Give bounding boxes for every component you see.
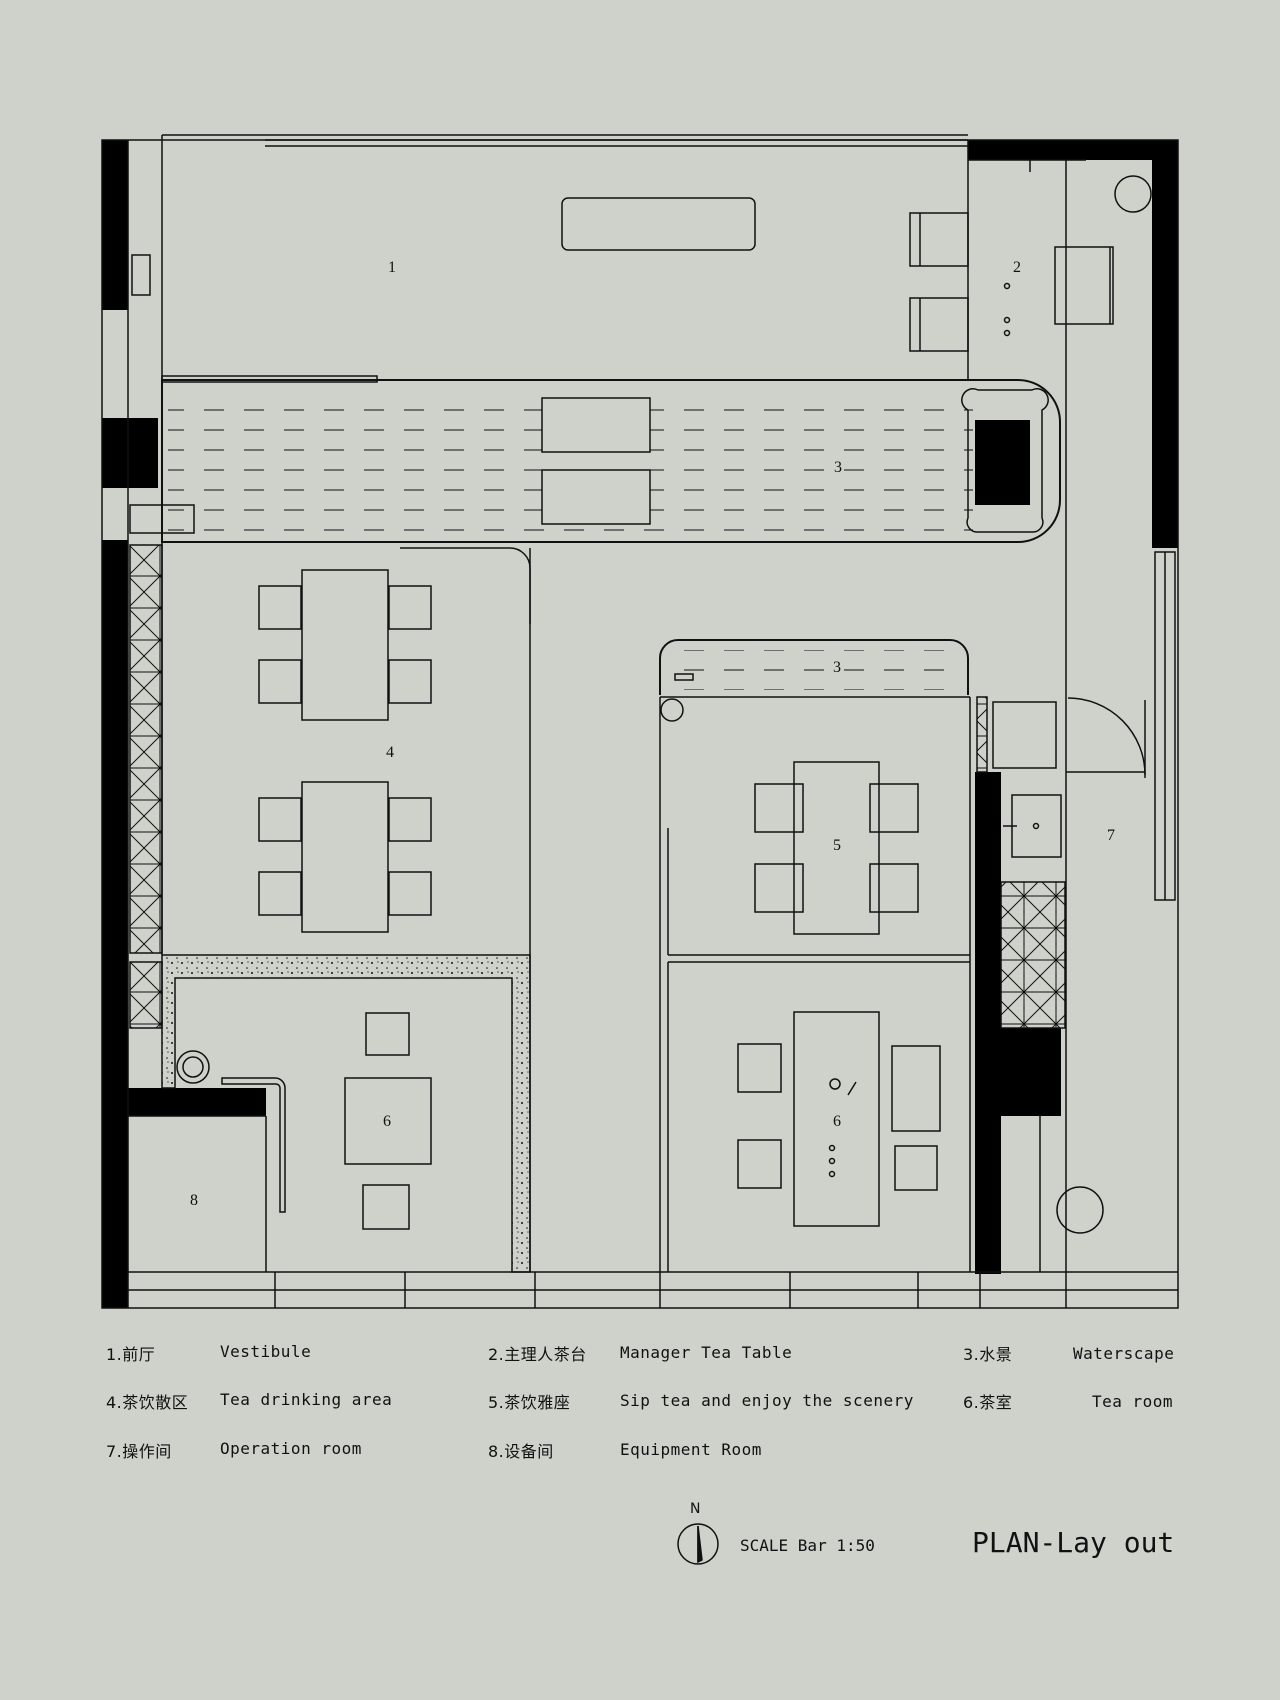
vestibule-chair xyxy=(909,212,969,267)
legend-number: 8.设备间 xyxy=(488,1442,554,1461)
room-label-1: 1 xyxy=(388,259,396,276)
chair xyxy=(258,871,302,916)
building-outline xyxy=(101,139,1179,1309)
chair xyxy=(869,863,919,913)
room-label-5: 5 xyxy=(833,837,841,854)
legend-item-5: 5.茶饮雅座 xyxy=(488,1389,570,1413)
stool xyxy=(365,1012,410,1056)
room-label-4: 4 xyxy=(386,744,394,761)
legend-label: Sip tea and enjoy the scenery xyxy=(620,1391,914,1410)
manager-chair xyxy=(1054,246,1114,325)
north-arrow-icon xyxy=(677,1523,719,1565)
legend-number: 3.水景 xyxy=(963,1345,1013,1364)
storage xyxy=(1000,881,1066,1029)
chair xyxy=(258,797,302,842)
legend-label: Tea room xyxy=(1092,1392,1174,1411)
legend-label: Manager Tea Table xyxy=(620,1343,793,1362)
chair xyxy=(388,871,432,916)
lattice-screen xyxy=(129,961,163,1029)
legend-label: Operation room xyxy=(220,1439,362,1458)
room-label-6: 6 xyxy=(383,1113,391,1130)
room-label-6: 6 xyxy=(833,1113,841,1130)
legend-label: Waterscape xyxy=(1073,1344,1175,1363)
waterscape-pool xyxy=(161,379,1061,543)
legend-label: Equipment Room xyxy=(620,1440,762,1459)
chair xyxy=(258,585,302,630)
north-label: N xyxy=(690,1501,701,1517)
room-label-2: 2 xyxy=(1013,259,1021,276)
plan-title: PLAN-Lay out xyxy=(972,1526,1175,1559)
stepping-stone xyxy=(541,469,651,525)
legend-number: 5.茶饮雅座 xyxy=(488,1393,571,1412)
sofa xyxy=(891,1045,941,1132)
dining-table xyxy=(301,781,389,933)
counter xyxy=(992,701,1057,769)
legend-item-2: 2.主理人茶台 xyxy=(488,1341,587,1365)
chair xyxy=(388,797,432,842)
exterior-walls xyxy=(102,140,1178,1308)
chair xyxy=(869,783,919,833)
chair xyxy=(258,659,302,704)
stool xyxy=(362,1184,410,1230)
chair xyxy=(894,1145,938,1191)
sink xyxy=(1011,794,1062,858)
room-label-7: 7 xyxy=(1107,827,1115,844)
tea-table xyxy=(344,1077,432,1165)
legend-number: 4.茶饮散区 xyxy=(106,1393,189,1412)
stepping-stone xyxy=(541,397,651,453)
chair xyxy=(388,659,432,704)
chair xyxy=(737,1043,782,1093)
room-label-3: 3 xyxy=(834,459,842,476)
tea-table xyxy=(793,761,880,935)
room-label-8: 8 xyxy=(190,1192,198,1209)
legend-item-3: 3.水景 xyxy=(963,1341,1012,1365)
legend-label: Vestibule xyxy=(220,1342,312,1361)
chair xyxy=(754,783,804,833)
legend-item-8: 8.设备间 xyxy=(488,1438,554,1462)
legend-item-7: 7.操作间 xyxy=(106,1438,172,1462)
legend-item-6: 6.茶室 xyxy=(963,1389,1012,1413)
legend-label: Tea drinking area xyxy=(220,1390,393,1409)
tea-table xyxy=(793,1011,880,1227)
chair xyxy=(737,1139,782,1189)
room-label-3: 3 xyxy=(833,659,841,676)
legend-number: 1.前厅 xyxy=(106,1345,156,1364)
legend-number: 6.茶室 xyxy=(963,1393,1013,1412)
chair xyxy=(388,585,432,630)
small-waterscape xyxy=(659,639,969,695)
chair xyxy=(754,863,804,913)
legend-item-1: 1.前厅 xyxy=(106,1341,155,1365)
vestibule-chair xyxy=(909,297,969,352)
legend-number: 7.操作间 xyxy=(106,1442,172,1461)
vestibule-bench xyxy=(561,197,756,251)
dining-table xyxy=(301,569,389,721)
legend-item-4: 4.茶饮散区 xyxy=(106,1389,188,1413)
scale-bar-label: SCALE Bar 1:50 xyxy=(740,1536,875,1555)
lattice-screen xyxy=(129,544,163,954)
legend-number: 2.主理人茶台 xyxy=(488,1345,587,1364)
